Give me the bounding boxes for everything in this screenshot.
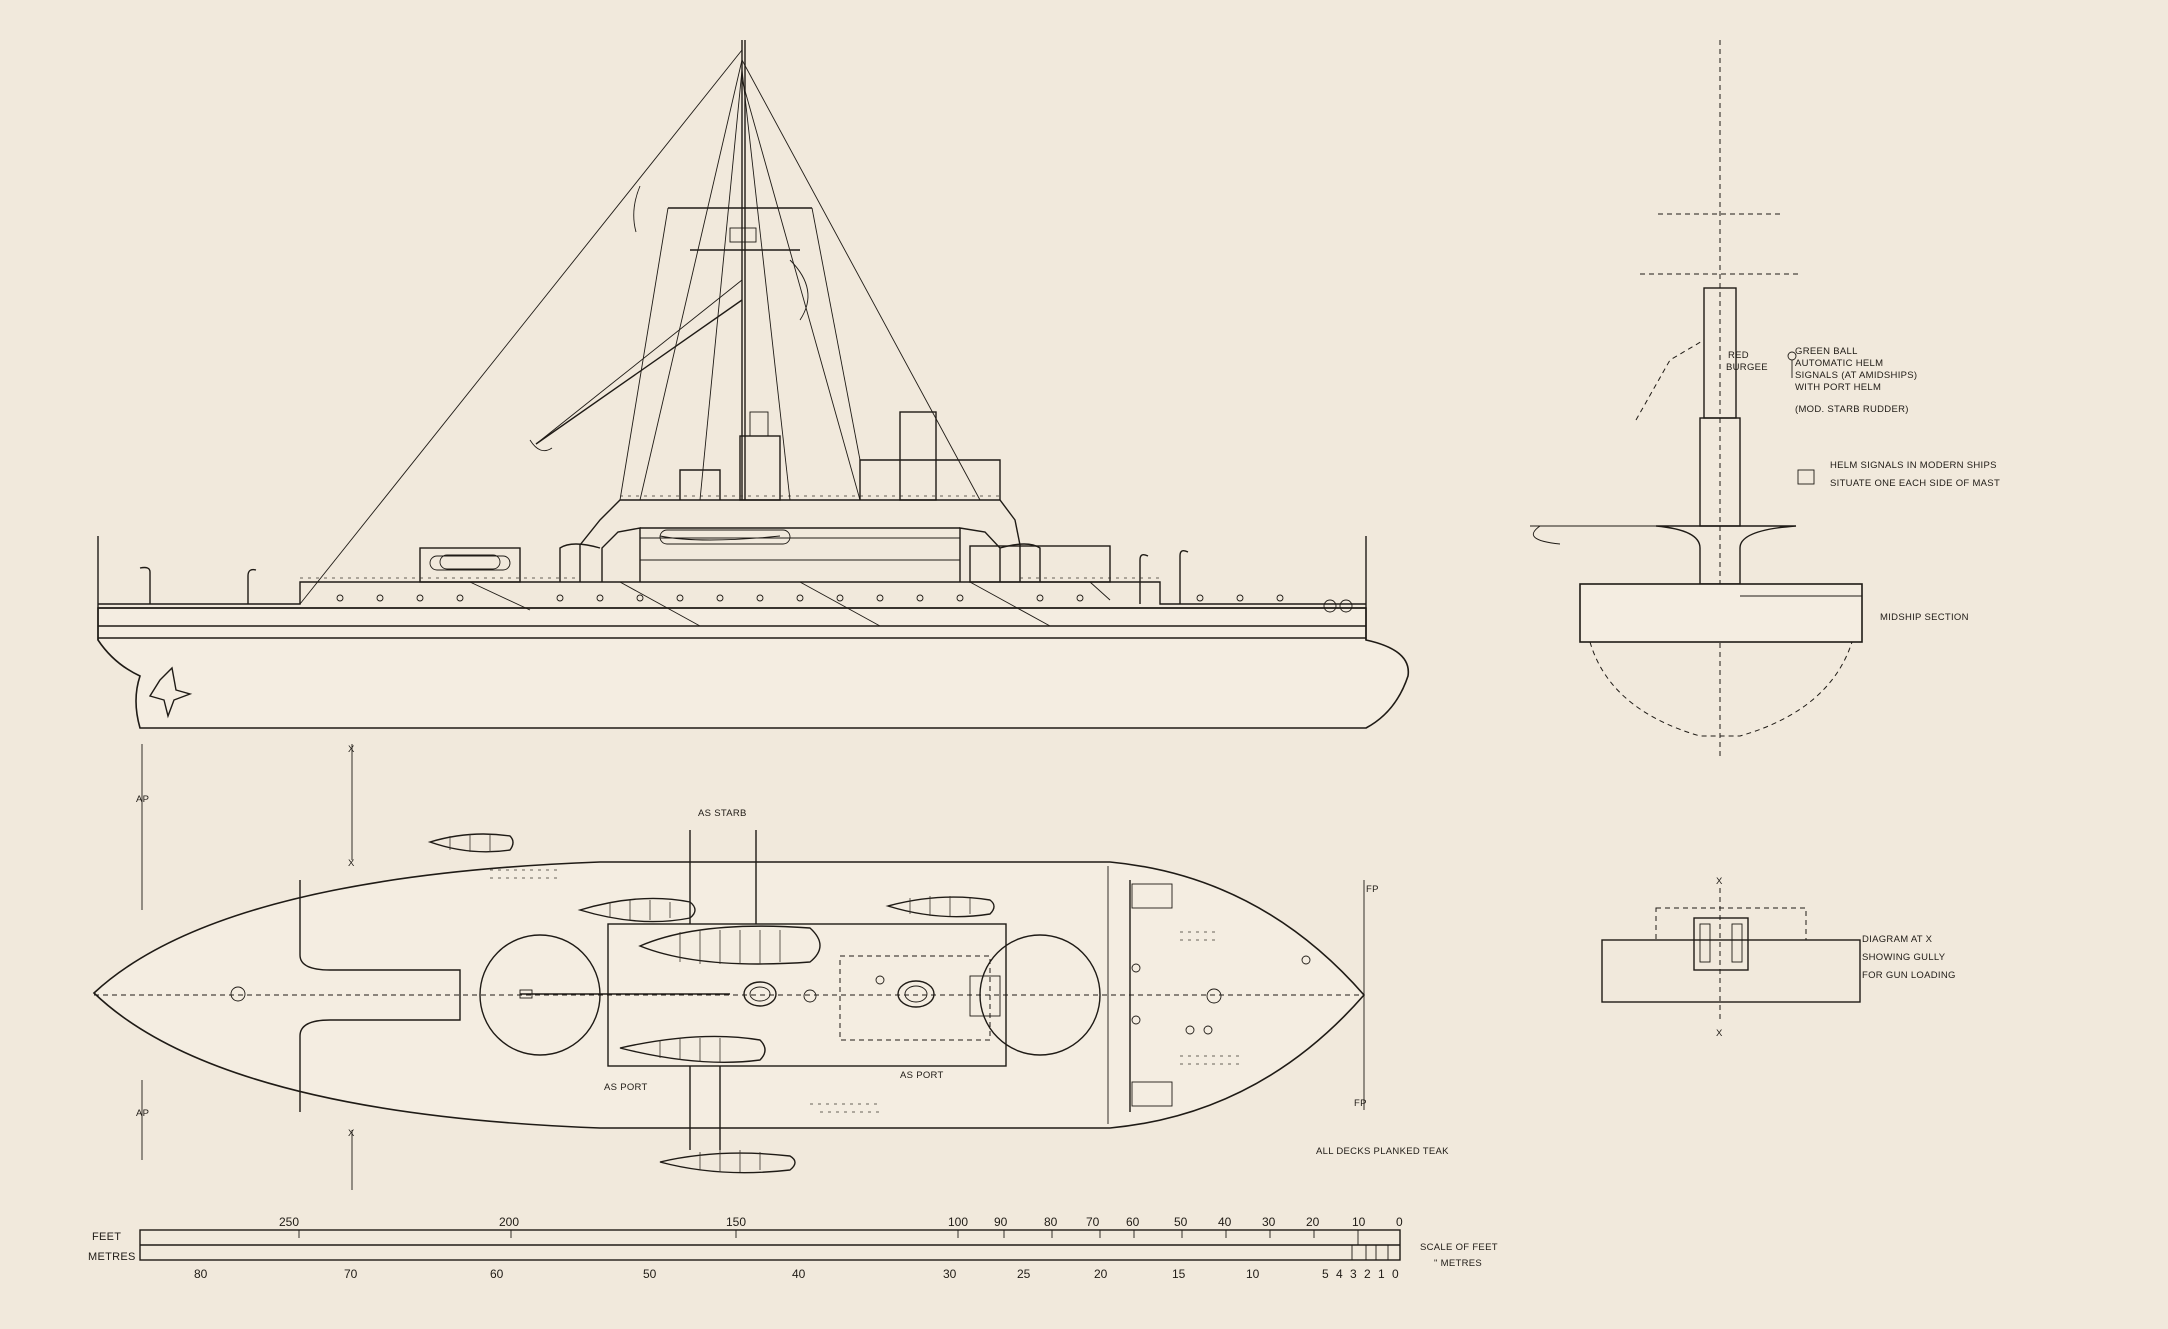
portholes bbox=[336, 594, 1353, 613]
metre-tick: 15 bbox=[1172, 1267, 1186, 1281]
label-situate-each-side: SITUATE ONE EACH SIDE OF MAST bbox=[1830, 478, 2000, 489]
feet-tick: 80 bbox=[1044, 1215, 1058, 1229]
label-as-port-right: AS PORT bbox=[900, 1070, 944, 1081]
label-green-ball: GREEN BALL bbox=[1795, 346, 1858, 357]
metre-tick: 70 bbox=[344, 1267, 358, 1281]
label-ap-top: AP bbox=[136, 794, 149, 805]
feet-tick: 0 bbox=[1396, 1215, 1403, 1229]
boat-overboard-bottom bbox=[659, 1152, 796, 1174]
label-ap-bottom: AP bbox=[136, 1108, 149, 1119]
feet-tick: 200 bbox=[499, 1215, 519, 1229]
metre-tick: 30 bbox=[943, 1267, 957, 1281]
label-diagram-at-x: DIAGRAM AT X bbox=[1862, 934, 1933, 945]
metre-tick: 20 bbox=[1094, 1267, 1108, 1281]
metre-tick: 50 bbox=[643, 1267, 657, 1281]
profile-elevation bbox=[97, 40, 1410, 729]
label-mod-starb-rudder: (MOD. STARB RUDDER) bbox=[1795, 404, 1909, 415]
central-superstructure bbox=[607, 923, 1007, 1067]
metre-tick: 25 bbox=[1017, 1267, 1031, 1281]
metre-tick: 1 bbox=[1378, 1267, 1385, 1281]
metre-tick-labels: 80 70 60 50 40 30 25 20 15 10 5 4 3 2 1 … bbox=[194, 1267, 1399, 1281]
feet-tick: 70 bbox=[1086, 1215, 1100, 1229]
midship-section bbox=[1530, 40, 1863, 760]
scale-metres-label: METRES bbox=[88, 1251, 136, 1263]
boat-overboard-top bbox=[427, 833, 514, 853]
feet-tick: 50 bbox=[1174, 1215, 1188, 1229]
label-as-starb: AS STARB bbox=[698, 808, 747, 819]
annotations: GREEN BALL AUTOMATIC HELM SIGNALS (AT AM… bbox=[88, 346, 2000, 1281]
metre-tick: 2 bbox=[1364, 1267, 1371, 1281]
scale-ticks bbox=[298, 1230, 1401, 1260]
boat-1 bbox=[638, 925, 821, 965]
feet-tick: 40 bbox=[1218, 1215, 1232, 1229]
label-x-4: X bbox=[1716, 876, 1723, 887]
diagram-at-x bbox=[1601, 888, 1861, 1020]
feet-tick: 60 bbox=[1126, 1215, 1140, 1229]
scale-caption-feet: SCALE OF FEET bbox=[1420, 1242, 1498, 1253]
label-fp-bottom: FP bbox=[1354, 1098, 1367, 1109]
boat-4 bbox=[885, 896, 995, 918]
feet-tick: 90 bbox=[994, 1215, 1008, 1229]
label-fp-top: FP bbox=[1366, 884, 1379, 895]
metre-tick: 4 bbox=[1336, 1267, 1343, 1281]
scale-caption-metres: " METRES bbox=[1434, 1258, 1482, 1269]
feet-tick: 100 bbox=[948, 1215, 968, 1229]
label-signals-amidships: SIGNALS (AT AMIDSHIPS) bbox=[1795, 370, 1917, 381]
feet-tick-labels: 250 200 150 100 90 80 70 60 50 40 30 20 … bbox=[279, 1215, 1403, 1229]
label-as-port-left: AS PORT bbox=[604, 1082, 648, 1093]
metre-tick: 5 bbox=[1322, 1267, 1329, 1281]
label-automatic-helm: AUTOMATIC HELM bbox=[1795, 358, 1883, 369]
label-helm-signals-modern: HELM SIGNALS IN MODERN SHIPS bbox=[1830, 460, 1997, 471]
metre-tick: 60 bbox=[490, 1267, 504, 1281]
boat-2 bbox=[619, 1035, 766, 1063]
superstructure bbox=[579, 499, 1021, 582]
boat-3 bbox=[577, 897, 696, 923]
label-x-5: X bbox=[1716, 1028, 1723, 1039]
metre-tick: 10 bbox=[1246, 1267, 1260, 1281]
label-for-gun-loading: FOR GUN LOADING bbox=[1862, 970, 1956, 981]
label-showing-gully: SHOWING GULLY bbox=[1862, 952, 1946, 963]
label-midship-section: MIDSHIP SECTION bbox=[1880, 612, 1969, 623]
metre-tick: 40 bbox=[792, 1267, 806, 1281]
funnel-fore bbox=[897, 980, 935, 1008]
propeller bbox=[148, 666, 193, 719]
label-red: RED bbox=[1728, 350, 1749, 361]
label-x-1: X bbox=[348, 744, 355, 755]
deck-plan bbox=[92, 744, 1366, 1190]
label-with-port-helm: WITH PORT HELM bbox=[1795, 382, 1881, 393]
feet-tick: 20 bbox=[1306, 1215, 1320, 1229]
scale-bar bbox=[139, 1229, 1401, 1261]
feet-tick: 30 bbox=[1262, 1215, 1276, 1229]
metre-tick: 80 bbox=[194, 1267, 208, 1281]
label-all-decks-teak: ALL DECKS PLANKED TEAK bbox=[1316, 1146, 1449, 1157]
metre-tick: 0 bbox=[1392, 1267, 1399, 1281]
funnel-aft bbox=[743, 981, 777, 1007]
feet-tick: 250 bbox=[279, 1215, 299, 1229]
feet-tick: 150 bbox=[726, 1215, 746, 1229]
scale-feet-label: FEET bbox=[92, 1231, 121, 1243]
label-burgee: BURGEE bbox=[1726, 362, 1768, 373]
label-x-2: X bbox=[348, 858, 355, 869]
feet-tick: 10 bbox=[1352, 1215, 1366, 1229]
metre-tick: 3 bbox=[1350, 1267, 1357, 1281]
label-x-3: X bbox=[348, 1128, 355, 1139]
